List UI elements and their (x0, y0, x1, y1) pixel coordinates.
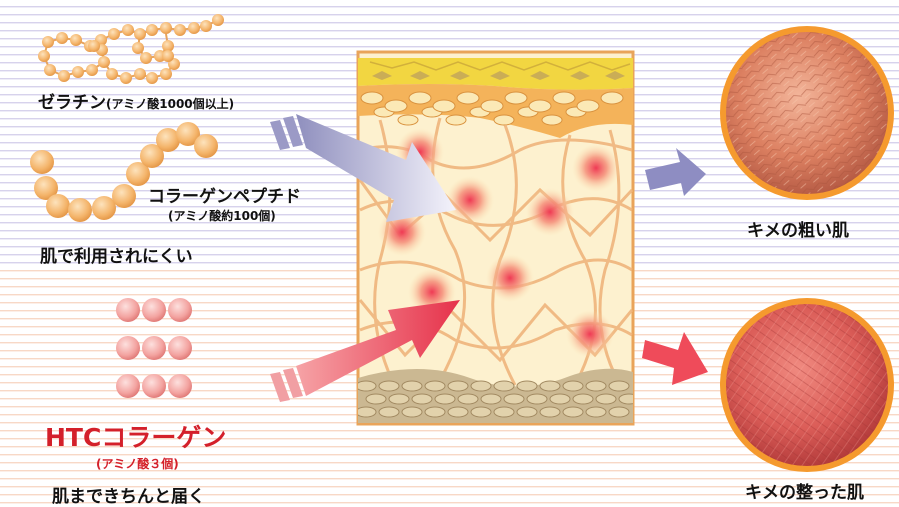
gelatin-bead (120, 72, 132, 84)
peptide-bead (194, 134, 218, 158)
collagen-spot (486, 254, 534, 302)
htc-bead (142, 336, 166, 360)
htc-detail: (アミノ酸３個) (96, 457, 179, 471)
gelatin-bead (162, 50, 174, 62)
gelatin-bead (132, 42, 144, 54)
gelatin-bead (160, 22, 172, 34)
collagen-spot (566, 310, 614, 358)
smooth-skin-circle (720, 298, 894, 472)
rough-skin-label: キメの粗い肌 (747, 221, 849, 241)
htc-note: 肌まできちんと届く (52, 487, 205, 507)
htc-bead (116, 374, 140, 398)
gelatin-bead (162, 40, 174, 52)
htc-bead (116, 298, 140, 322)
peptide-absorption-arrow (270, 114, 456, 222)
gelatin-chain-icon (38, 14, 224, 84)
to-rough-skin-arrow (645, 148, 706, 196)
htc-absorption-arrow (270, 300, 460, 402)
gelatin-bead (38, 50, 50, 62)
gelatin-bead (174, 24, 186, 36)
htc-bead (168, 374, 192, 398)
htc-bead (142, 374, 166, 398)
rough-skin-circle (720, 26, 894, 200)
gelatin-bead (134, 68, 146, 80)
gelatin-bead (188, 22, 200, 34)
peptide-note: 肌で利用されにくい (40, 247, 193, 267)
gelatin-bead (44, 64, 56, 76)
smooth-skin-label: キメの整った肌 (745, 483, 864, 503)
peptide-bead (46, 194, 70, 218)
htc-bead (168, 336, 192, 360)
gelatin-bead (200, 20, 212, 32)
gelatin-bead (160, 68, 172, 80)
peptide-bead (112, 184, 136, 208)
peptide-bead (156, 128, 180, 152)
gelatin-bead (56, 32, 68, 44)
collagen-spot (572, 144, 620, 192)
htc-bead (168, 298, 192, 322)
peptide-label: コラーゲンペプチド (148, 187, 301, 207)
to-smooth-skin-arrow (642, 332, 708, 385)
htc-bead (116, 336, 140, 360)
peptide-bead (126, 162, 150, 186)
gelatin-bead (70, 34, 82, 46)
gelatin-bead (72, 66, 84, 78)
gelatin-bead (146, 24, 158, 36)
gelatin-bead (86, 64, 98, 76)
gelatin-bead (88, 40, 100, 52)
gelatin-label: ゼラチン(アミノ酸1000個以上) (38, 93, 235, 113)
peptide-bead (140, 144, 164, 168)
gelatin-bead (58, 70, 70, 82)
peptide-bead (176, 122, 200, 146)
gelatin-bead (108, 28, 120, 40)
collagen-peptide-chain-icon (30, 122, 218, 222)
htc-bead (142, 298, 166, 322)
gelatin-bead (212, 14, 224, 26)
peptide-bead (92, 196, 116, 220)
gelatin-bead (122, 24, 134, 36)
gelatin-bead (98, 56, 110, 68)
peptide-bead (30, 150, 54, 174)
gelatin-bead (42, 36, 54, 48)
peptide-detail: (アミノ酸約100個) (168, 209, 276, 223)
gelatin-bead (134, 28, 146, 40)
peptide-bead (68, 198, 92, 222)
peptide-bead (34, 176, 58, 200)
gelatin-bead (106, 68, 118, 80)
collagen-spot (446, 176, 494, 224)
htc-collagen-beads-icon (116, 298, 192, 398)
gelatin-bead (140, 52, 152, 64)
skin-cross-section (356, 50, 635, 426)
htc-label: HTCコラーゲン (45, 423, 227, 452)
gelatin-bead (146, 72, 158, 84)
collagen-spot (526, 188, 574, 236)
